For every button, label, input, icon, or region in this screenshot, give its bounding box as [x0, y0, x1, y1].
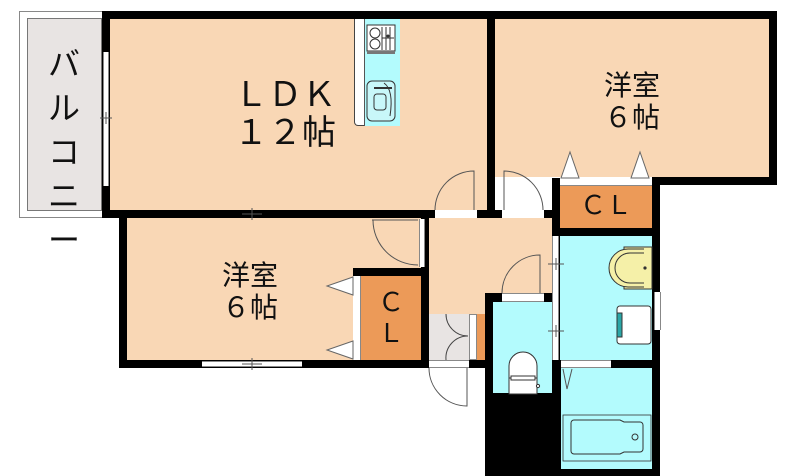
bathtub-icon [562, 414, 652, 462]
washroom-window[interactable] [654, 292, 661, 330]
closet1 [560, 186, 652, 228]
western1-right-wall [769, 11, 777, 185]
western1-name: 洋室 [603, 69, 660, 102]
stove-icon [366, 24, 396, 54]
western2-name: 洋室 [221, 259, 278, 292]
washing-machine-icon [616, 305, 652, 345]
closet2-door-arrows-icon [325, 276, 354, 360]
ldk-name: ＬＤＫ [234, 75, 336, 115]
western1-size: ６帖 [603, 101, 660, 134]
bath-door-gap[interactable] [561, 360, 611, 368]
western-room-1 [495, 19, 769, 177]
entrance-door-swing-icon [428, 367, 468, 407]
shoe-cabinet [477, 314, 485, 360]
double-door-icon [445, 313, 469, 361]
closet1-door-arrows-icon [560, 150, 650, 179]
toilet-door-swing-icon [501, 254, 541, 294]
toilet-icon [508, 351, 541, 395]
door-swing-icon [372, 219, 419, 266]
door-swing-icon [503, 170, 544, 211]
hall-left-wall [421, 218, 429, 368]
shoe-cabinet-strip [469, 314, 477, 360]
western1-door-gap[interactable] [502, 210, 544, 218]
closet1-label: ＣＬ [579, 191, 632, 221]
ldk-size: １２帖 [234, 113, 336, 153]
closet1-door-strip[interactable] [560, 178, 652, 186]
entrance-door-gap[interactable] [429, 360, 469, 368]
kitchen-sink-icon [366, 80, 396, 122]
ldk-room [110, 19, 487, 210]
closet2 [361, 276, 421, 360]
western1-bottom-wall [652, 177, 777, 185]
closet2-label-l: Ｌ [377, 319, 404, 349]
ldk-right-wall [487, 11, 495, 218]
balcony-label: バルコニー [47, 45, 80, 259]
toilet-door-gap[interactable] [502, 293, 544, 302]
hall-partition [419, 219, 425, 267]
balcony [27, 18, 102, 211]
washroom-sliding-door[interactable] [552, 236, 559, 360]
top-wall [102, 11, 776, 19]
door-swing-icon [434, 170, 475, 211]
bath-door-fold-icon [562, 368, 573, 390]
western2-size: ６帖 [221, 291, 278, 324]
closet2-label-c: Ｃ [377, 288, 404, 318]
closet2-door-strip[interactable] [353, 276, 361, 360]
washbasin-icon [608, 246, 653, 290]
ldk-door-gap[interactable] [435, 210, 477, 218]
